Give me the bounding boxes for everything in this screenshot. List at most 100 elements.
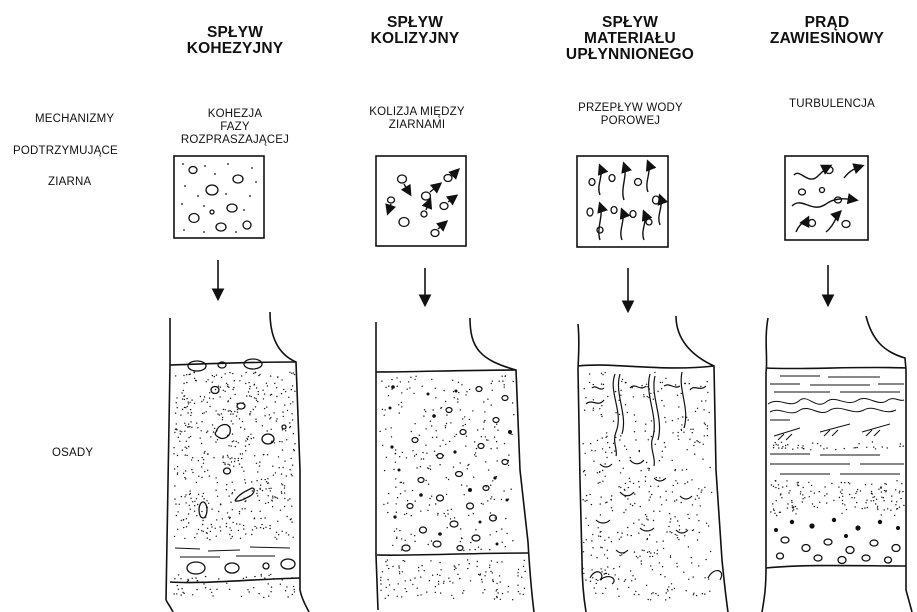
sand-dot [702,458,703,459]
sand-dot [488,469,489,470]
sand-dot [793,509,794,510]
sand-dot [706,523,707,524]
sand-dot [614,450,615,451]
sand-dot [196,498,197,499]
sand-dot [504,384,505,385]
sand-dot [890,510,891,511]
sand-dot [282,579,283,580]
sand-dot [256,527,257,528]
sand-dot [777,444,778,445]
sand-dot [238,460,239,461]
sand-dot [605,372,606,373]
sand-dot [248,382,249,383]
sand-dot [693,445,694,446]
sand-dot [505,546,506,547]
sand-dot [179,441,180,442]
sand-dot [200,437,201,438]
sand-dot [232,433,233,434]
sand-dot [175,375,176,376]
sand-dot [661,400,662,401]
sand-dot [195,577,196,578]
sand-dot [451,509,452,510]
sand-dot [222,417,223,418]
sand-dot [791,500,792,501]
sand-dot [259,374,260,375]
sand-dot [265,527,266,528]
sand-dot [239,524,240,525]
sand-dot [669,597,670,598]
sand-dot [508,454,509,455]
sand-dot [668,586,669,587]
sand-dot [426,453,427,454]
sand-dot [470,542,471,543]
sand-dot [594,587,595,588]
sand-dot [632,387,633,388]
sand-dot [414,455,415,456]
sand-dot [903,505,904,506]
sand-dot [597,580,598,581]
sand-dot [687,481,688,482]
sand-dot [496,447,497,448]
sand-dot [401,482,402,483]
sand-dot [485,436,486,437]
sand-dot [474,454,475,455]
sand-dot [625,509,626,510]
sand-dot [645,514,646,515]
sand-dot [865,502,866,503]
sand-dot [183,396,184,397]
sand-dot [265,479,266,480]
sand-dot [659,562,660,563]
sand-dot [389,584,390,585]
sand-dot [405,588,406,589]
sand-dot [257,401,258,402]
sand-dot [425,445,426,446]
sand-dot [663,479,664,480]
sand-dot [439,464,440,465]
sand-dot [629,478,630,479]
sand-dot [269,525,270,526]
sand-dot [227,512,228,513]
sand-dot [184,431,185,432]
sand-dot [270,417,271,418]
sand-dot [424,409,425,410]
sand-dot [711,492,712,493]
sand-dot [681,429,682,430]
sand-dot [186,374,187,375]
sand-dot [401,402,402,403]
sand-dot [248,444,249,445]
sand-dot [621,533,622,534]
sand-dot [817,443,818,444]
sand-dot [496,441,497,442]
sand-dot [638,594,639,595]
sand-dot [189,402,190,403]
sand-dot [255,419,256,420]
sand-dot [183,383,184,384]
sand-dot [216,589,217,590]
sand-dot [465,424,466,425]
sand-dot [404,490,405,491]
sand-dot [252,529,253,530]
sand-dot [379,431,380,432]
sand-dot [456,434,457,435]
sand-dot [689,439,690,440]
sand-dot [778,488,779,489]
sand-dot [810,491,811,492]
sand-dot [895,489,896,490]
sand-dot [181,431,182,432]
sand-dot [899,492,900,493]
sand-dot [292,577,293,578]
sand-dot [212,375,213,376]
sand-dot [707,392,708,393]
sand-dot [467,568,468,569]
sand-dot [437,513,438,514]
sand-dot [454,436,455,437]
sand-dot [387,579,388,580]
sand-dot [249,591,250,592]
sand-dot [842,500,843,501]
sand-dot [414,535,415,536]
sand-dot [511,489,512,490]
sand-dot [278,534,279,535]
sand-dot [211,526,212,527]
sand-dot [624,490,625,491]
sand-dot [180,578,181,579]
